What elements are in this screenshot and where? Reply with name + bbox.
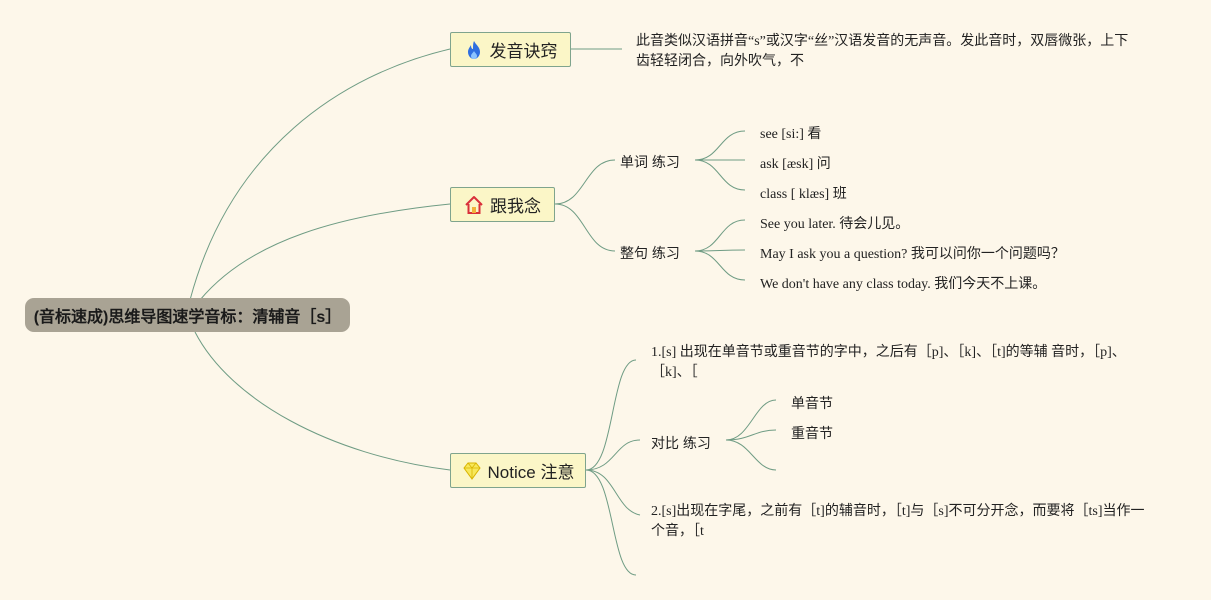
word-item[interactable]: see [si:] 看 bbox=[760, 127, 822, 142]
root-topic[interactable]: (音标速成)思维导图速学音标：清辅音［s］ bbox=[25, 298, 350, 332]
connector-words-1 bbox=[694, 130, 746, 161]
compare-item[interactable]: 重音节 bbox=[791, 427, 833, 442]
root-topic-label: (音标速成)思维导图速学音标：清辅音［s］ bbox=[33, 309, 342, 326]
compare-item[interactable]: 单音节 bbox=[791, 397, 833, 412]
fire-icon bbox=[467, 40, 480, 59]
sentence-item[interactable]: We don't have any class today. 我们今天不上课。 bbox=[760, 277, 1047, 292]
notice-note-2[interactable]: 2.[s]出现在字尾，之前有［t]的辅音时，［t]与［s]不可分开念，而要将［t… bbox=[651, 504, 1145, 539]
connector-notice-note1 bbox=[585, 359, 637, 471]
connector-compare-2 bbox=[725, 429, 777, 441]
connector-notice-note2 bbox=[585, 469, 641, 516]
subtopic-compare-practice[interactable]: 对比 练习 bbox=[651, 435, 711, 451]
sentence-item[interactable]: May I ask you a question? 我可以问你一个问题吗？ bbox=[760, 247, 1065, 262]
connector-compare-3 bbox=[725, 439, 777, 471]
house-icon bbox=[465, 195, 483, 214]
topic-notice-label: Notice 注意 bbox=[487, 463, 575, 482]
topic-practice[interactable]: 跟我念 bbox=[450, 187, 555, 222]
word-item[interactable]: ask [æsk] 问 bbox=[760, 157, 831, 172]
connector-root-notice bbox=[194, 331, 451, 471]
connector-compare-1 bbox=[725, 399, 777, 441]
sentence-item[interactable]: See you later. 待会儿见。 bbox=[760, 217, 910, 232]
connector-sentences-1 bbox=[694, 219, 746, 252]
connector-practice-sentences bbox=[554, 203, 616, 252]
notice-note-1[interactable]: 1.[s] 出现在单音节或重音节的字中，之后有［p]、［k]、［t]的等辅 音时… bbox=[651, 345, 1126, 380]
connector-practice-words bbox=[554, 159, 616, 205]
topic-pronunciation-label: 发音诀窍 bbox=[489, 42, 558, 61]
connector-sentences-3 bbox=[694, 250, 746, 281]
connector-sentences-2 bbox=[694, 249, 746, 252]
connector-root-practice bbox=[199, 203, 451, 301]
connector-notice-empty bbox=[585, 469, 637, 576]
connector-notice-compare bbox=[585, 439, 641, 471]
connector-words-3 bbox=[694, 159, 746, 191]
word-item[interactable]: class [ klæs] 班 bbox=[760, 187, 847, 202]
gem-icon bbox=[462, 462, 481, 480]
connector-root-pronunciation bbox=[189, 48, 451, 301]
subtopic-sentence-practice[interactable]: 整句 练习 bbox=[620, 245, 680, 261]
pronunciation-description: 此音类似汉语拼音“s”或汉字“丝”汉语发音的无声音。发此音时，双唇微张，上下齿轻… bbox=[636, 34, 1129, 69]
subtopic-word-practice[interactable]: 单词 练习 bbox=[620, 154, 680, 170]
topic-practice-label: 跟我念 bbox=[490, 197, 541, 216]
topic-pronunciation[interactable]: 发音诀窍 bbox=[450, 32, 571, 67]
topic-notice[interactable]: Notice 注意 bbox=[450, 453, 586, 488]
